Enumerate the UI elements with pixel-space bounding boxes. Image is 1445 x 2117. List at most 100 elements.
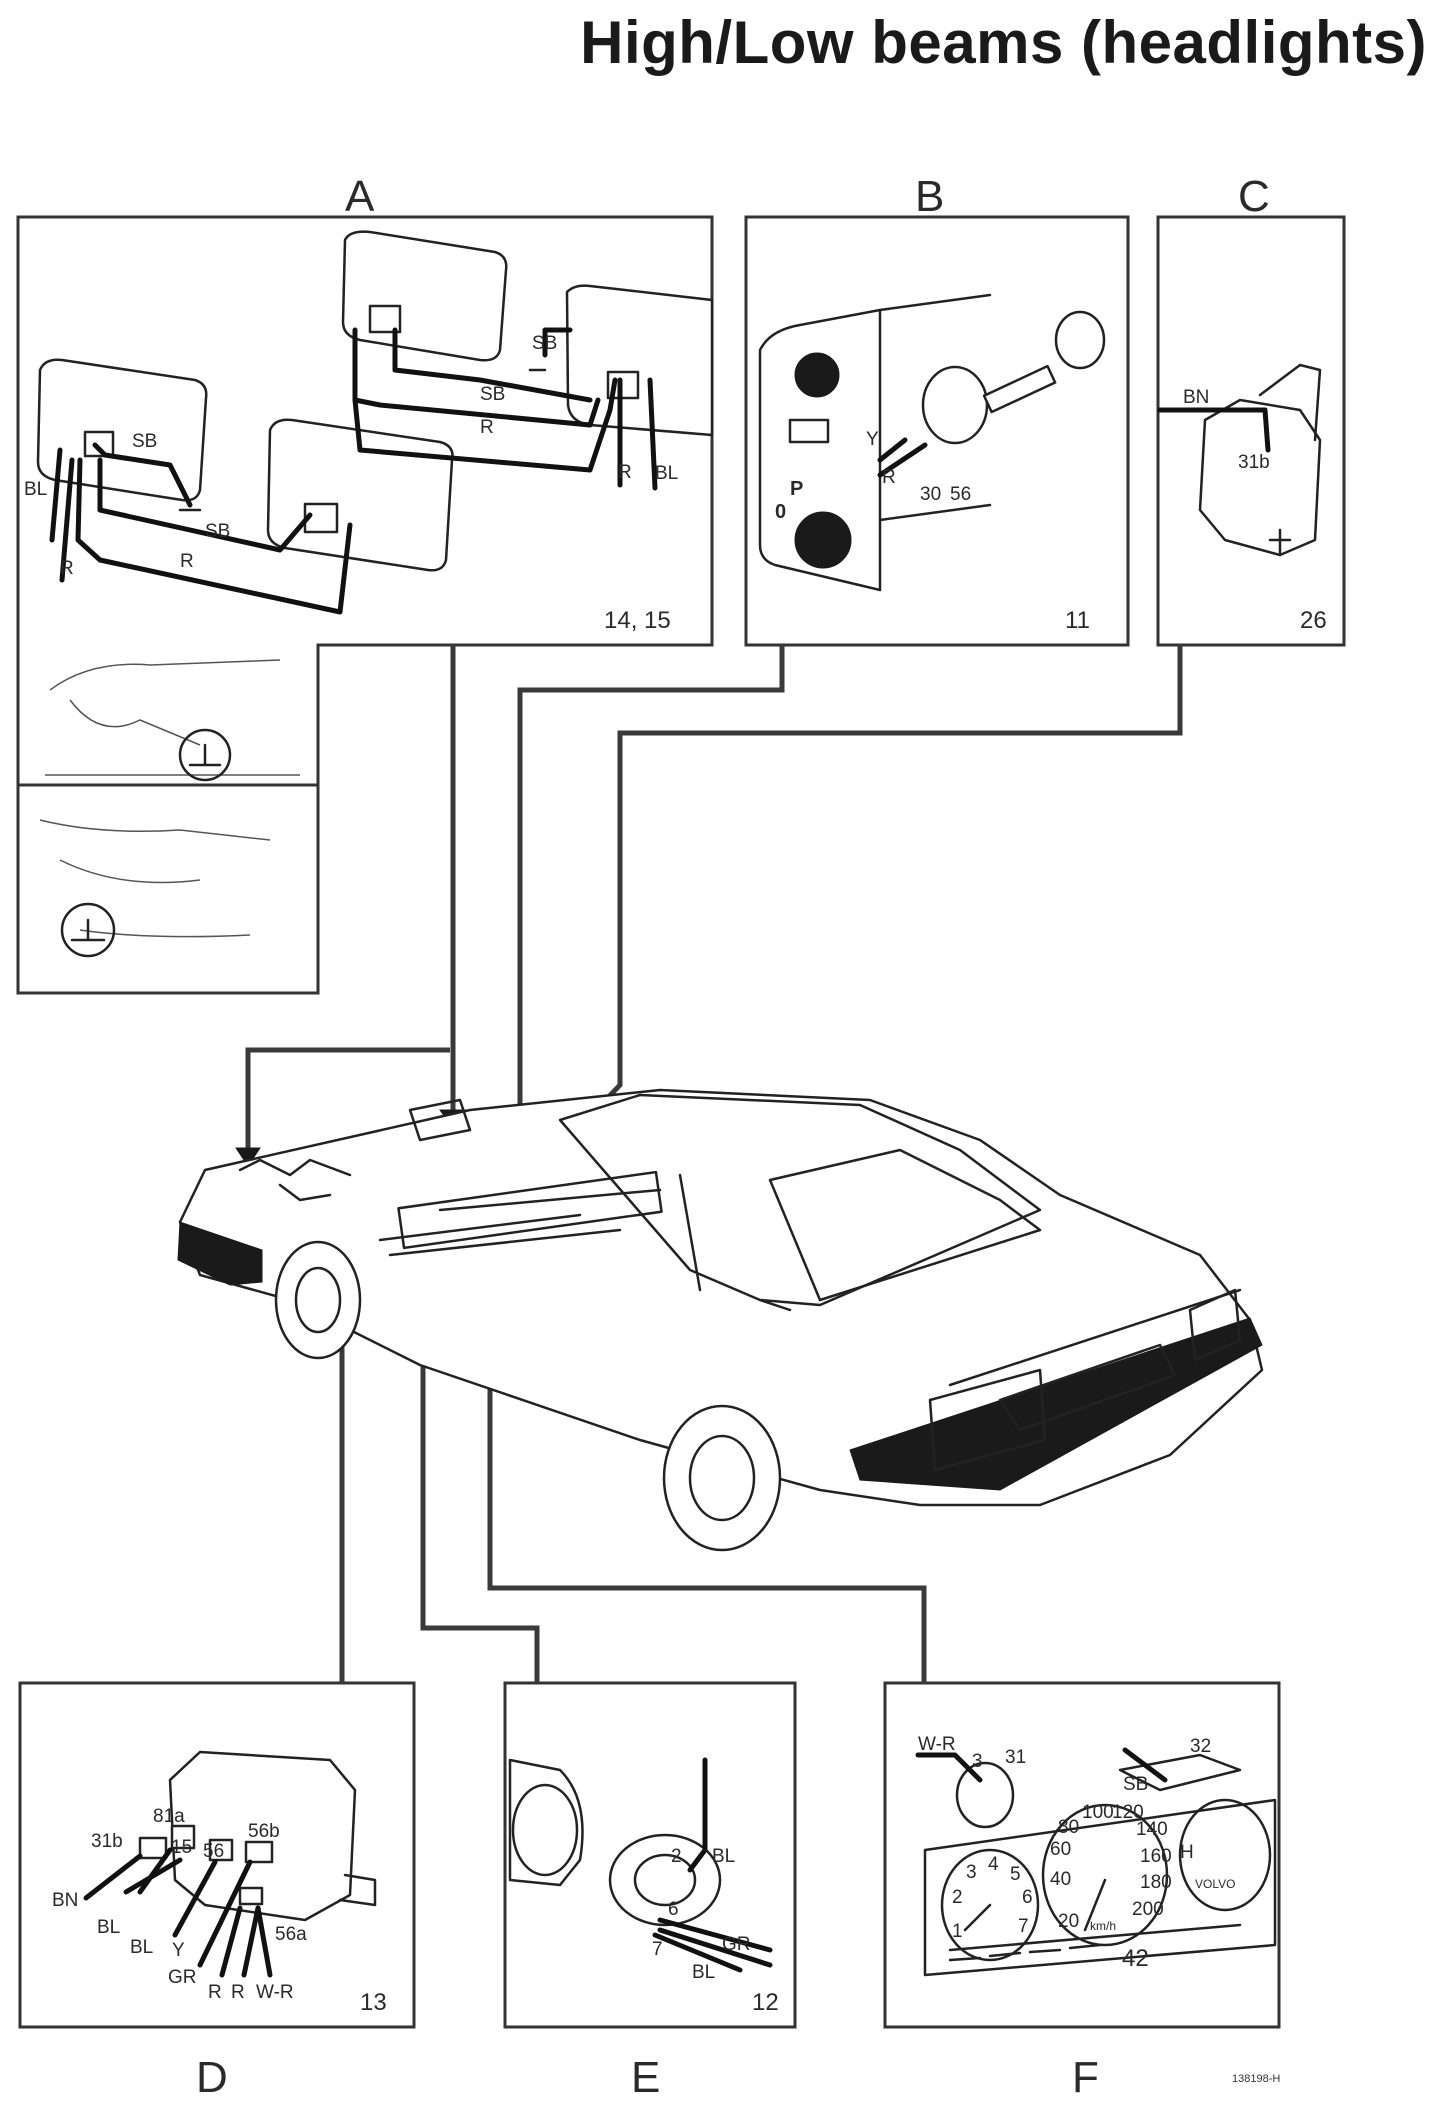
stalk-connector [608,1833,722,1927]
trunk-lines [948,1288,1242,1432]
wire-d-r [219,1905,261,1978]
label-e-bl-top: BL [712,1846,735,1867]
label-f-3: 3 [972,1751,983,1772]
arrow-a-top [235,1147,261,1167]
panel-d-relay: 81a 31b 15 56 56b BN BL BL Y GR R R W-R … [52,1750,387,2016]
gauge-left-2: 2 [952,1887,963,1908]
panel-d-ref: 13 [360,1989,387,2016]
panel-f-ref: 42 [1122,1945,1149,1972]
headlight-1 [341,230,508,362]
label-31b: 31b [1238,452,1270,473]
label-r-3: R [180,551,194,572]
connector-1 [368,304,402,334]
wire-f-sb [1122,1747,1168,1783]
label-56: 56 [950,484,971,505]
engine-wiring [238,1158,352,1202]
light-switch-knob [794,511,852,569]
speedo-140: 140 [1136,1819,1168,1840]
ground-sketch-2 [39,819,271,938]
label-d-15: 15 [171,1837,192,1858]
dash-edge [878,293,992,522]
wire-d-bn [83,1853,143,1901]
car-roof [558,1093,1042,1307]
ground-circle-2 [60,902,116,958]
rear-window [768,1148,1042,1302]
wire-d-gr [197,1859,253,1968]
bracket-c [1258,363,1322,442]
speedo-40: 40 [1050,1869,1071,1890]
wire-sb-ground [542,327,573,358]
speedo-180: 180 [1140,1872,1172,1893]
ground-icon-2 [70,918,106,942]
wire-e-bl-top [687,1757,708,1873]
wire-r-left [59,457,75,583]
label-e-7: 7 [652,1939,663,1960]
connector-c [1198,398,1322,557]
headlight-3 [36,358,208,502]
tail-light-left [928,1368,1047,1472]
wire-r-lower [75,457,353,615]
gauge-left [940,1848,1040,1962]
label-r-4: R [60,558,74,579]
warning-lights [948,1923,1242,1962]
label-r-1: R [480,417,494,438]
wire-bl-left [49,447,63,543]
relay-mount-tab [338,1873,377,1907]
panel-a-headlights: SB SB SB SB R R R R BL BL 14, 15 [24,230,714,958]
gauge-left-1: 1 [952,1921,963,1942]
relay-pin-56 [208,1838,234,1862]
label-d-56: 56 [203,1841,224,1862]
panel-f-cluster: W-R 3 31 SB 32 1 2 3 4 5 6 7 80 100 120 … [915,1734,1277,1977]
gauge-left-needle [963,1903,992,1932]
label-bl-2: BL [655,463,678,484]
front-bumper [177,1221,263,1286]
wire-f-wr [915,1752,983,1783]
panel-e-frame [503,1681,797,2029]
leader-f [487,1230,927,1683]
panel-c-connector: BN 31b 26 [1157,363,1327,634]
label-y: Y [866,429,879,450]
dash-panel [758,308,882,592]
car-illustration [177,1088,1264,1552]
front-hub [294,1266,342,1334]
gauge-left-7: 7 [1018,1916,1029,1937]
gauge-left-5: 5 [1010,1864,1021,1885]
label-sb-4: SB [205,521,230,542]
panel-a-frame [16,215,714,995]
label-d-bl-1: BL [97,1917,120,1938]
label-f-h: H [1180,1842,1194,1863]
wire-bn [1157,407,1271,453]
label-bn: BN [1183,387,1209,408]
relay-pin-56b [244,1840,274,1864]
speedo-200: 200 [1132,1899,1164,1920]
panel-f-frame [883,1681,1281,2029]
front-wheel [274,1240,362,1360]
rocker-switch [788,418,830,444]
label-f-sb: SB [1123,1774,1148,1795]
label-81a: 81a [153,1806,185,1827]
panel-e-letter: E [631,2053,660,2102]
wire-e-gr [657,1927,773,1968]
label-sb-1: SB [132,431,157,452]
label-switch-0: 0 [775,501,786,523]
label-e-6: 6 [668,1899,679,1920]
rear-hub [688,1434,756,1522]
switch-shaft [982,364,1057,414]
ground-icon-1 [188,743,222,767]
wire-sb-left [92,442,193,508]
wire-e-bl-bottom [652,1917,773,1973]
panel-d-frame [18,1681,416,2029]
relay-box [168,1750,357,1922]
panel-d-letter: D [196,2053,228,2102]
cluster-connector-right [1118,1753,1242,1792]
car-pillars [678,1173,792,1312]
wire-d-wr [255,1905,273,1978]
label-d-56b: 56b [248,1821,280,1842]
speedometer [1041,1803,1169,1947]
speedo-unit: km/h [1090,1919,1116,1933]
gauge-left-3: 3 [966,1862,977,1883]
label-r: R [882,467,896,488]
car-body [178,1088,1264,1507]
label-d-gr: GR [168,1967,197,1988]
wire-d-bl [123,1847,183,1895]
